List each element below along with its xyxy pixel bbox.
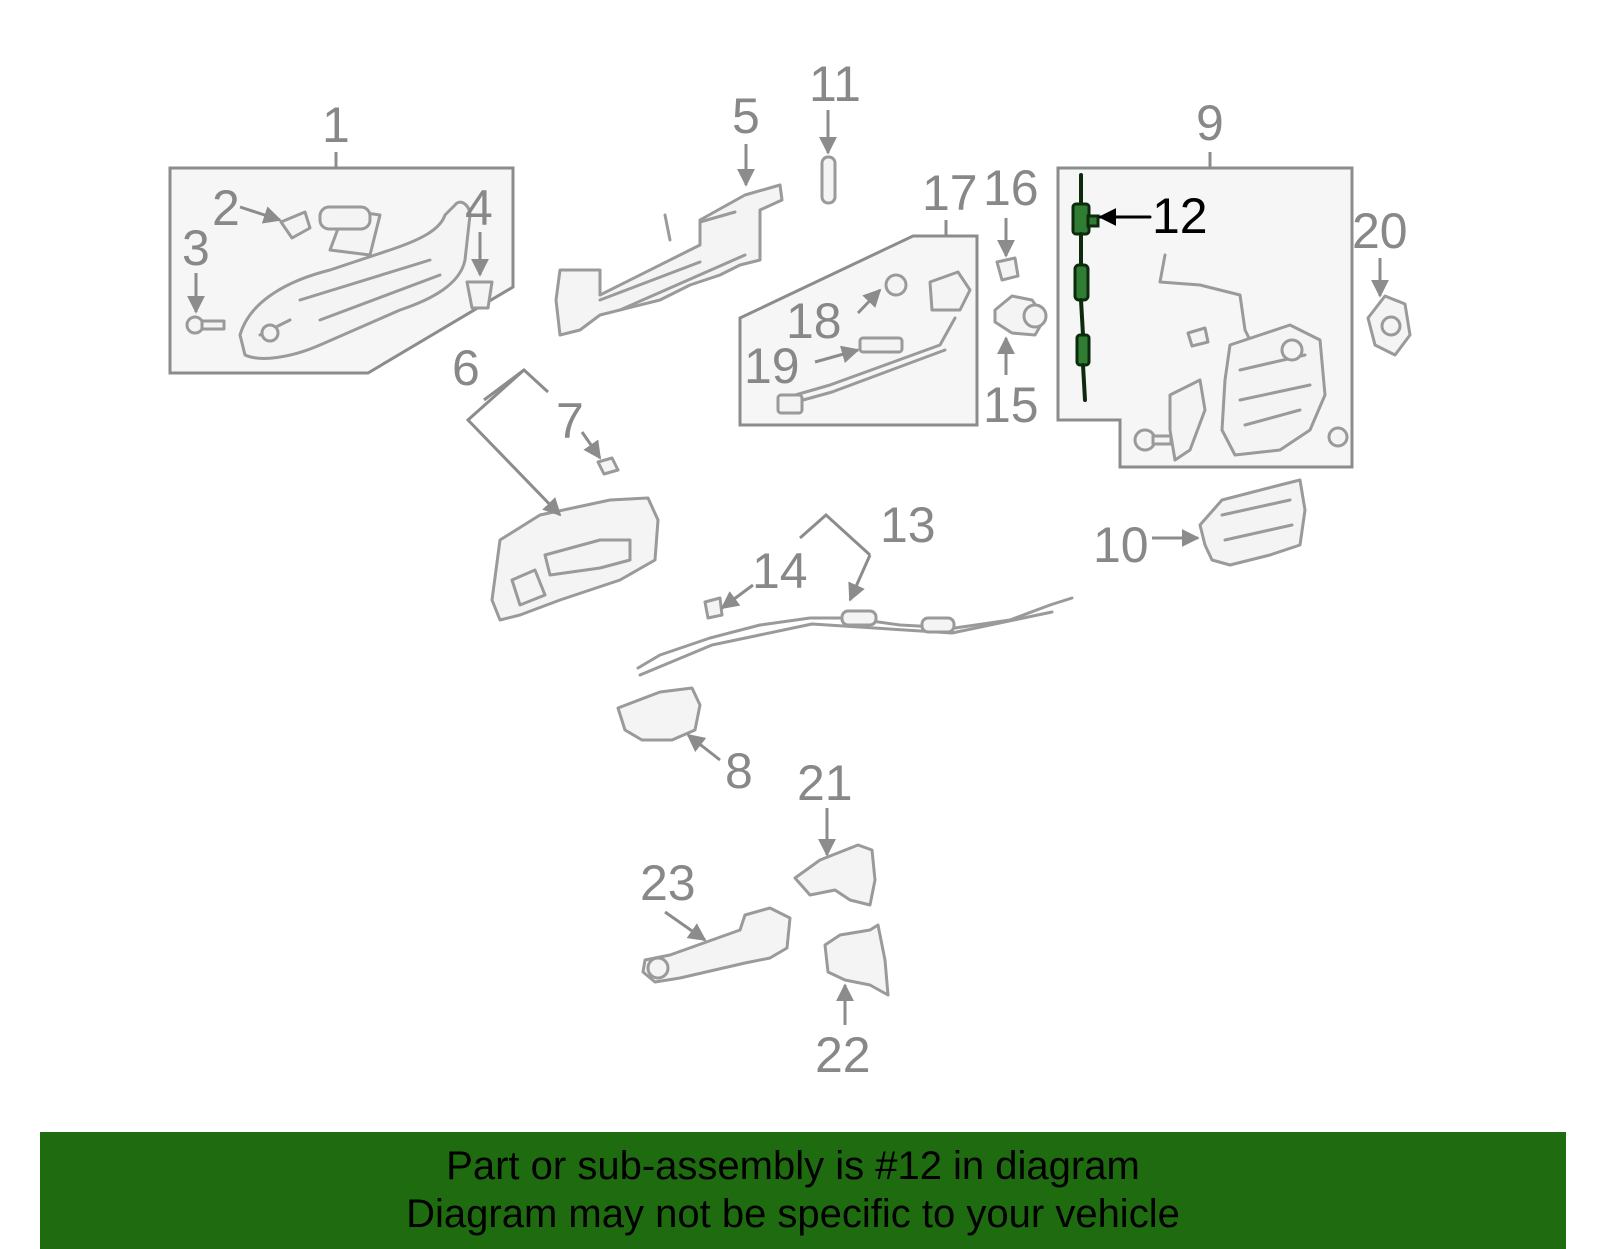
callout-11: 11: [809, 56, 861, 112]
callout-10: 10: [1093, 517, 1149, 573]
callout-19: 19: [744, 338, 800, 394]
callout-18: 18: [786, 293, 842, 349]
outside-handle-group: [168, 152, 515, 375]
inside-handle-group: [490, 456, 660, 622]
handle-bracket: [554, 183, 784, 337]
callout-16: 16: [983, 160, 1039, 216]
cable-assembly: [636, 596, 1074, 677]
callout-1: 1: [322, 97, 350, 153]
footer-banner: Part or sub-assembly is #12 in diagram D…: [40, 1132, 1566, 1249]
hinge-parts: [793, 843, 890, 997]
callout-8: 8: [725, 743, 753, 799]
footer-line-2: Diagram may not be specific to your vehi…: [406, 1192, 1180, 1236]
latch-part-10: [1198, 478, 1307, 567]
callout-17: 17: [922, 165, 978, 221]
footer-line-1: Part or sub-assembly is #12 in diagram: [446, 1144, 1140, 1188]
highlighted-part-12: [1071, 173, 1100, 402]
callout-23: 23: [640, 855, 696, 911]
callout-6: 6: [452, 340, 480, 396]
callout-7: 7: [556, 393, 584, 449]
cover-part-8: [616, 686, 702, 742]
lock-rod-group: [738, 220, 979, 427]
pin-part: [820, 155, 837, 205]
check-link-part: [641, 906, 792, 984]
callout-9: 9: [1196, 95, 1224, 151]
lock-cylinder-parts: [993, 256, 1048, 337]
callout-20: 20: [1352, 203, 1408, 259]
leader-lines: [187, 110, 1389, 1025]
callout-14: 14: [752, 543, 808, 599]
striker-part: [1366, 294, 1412, 357]
callout-2: 2: [212, 180, 240, 236]
parts-diagram: 1 2 3 4 5 6 7 8 9 10 11 12 13 14 15 16 1…: [168, 56, 1412, 1083]
callout-12: 12: [1152, 188, 1208, 244]
callout-15: 15: [983, 377, 1039, 433]
callout-3: 3: [182, 220, 210, 276]
callout-5: 5: [732, 88, 760, 144]
callout-21: 21: [797, 755, 853, 811]
callout-22: 22: [815, 1027, 871, 1083]
callout-4: 4: [465, 180, 493, 236]
callout-labels: 1 2 3 4 5 6 7 8 9 10 11 12 13 14 15 16 1…: [182, 56, 1408, 1083]
callout-13: 13: [880, 497, 936, 553]
door-lock-group: [1056, 152, 1354, 469]
